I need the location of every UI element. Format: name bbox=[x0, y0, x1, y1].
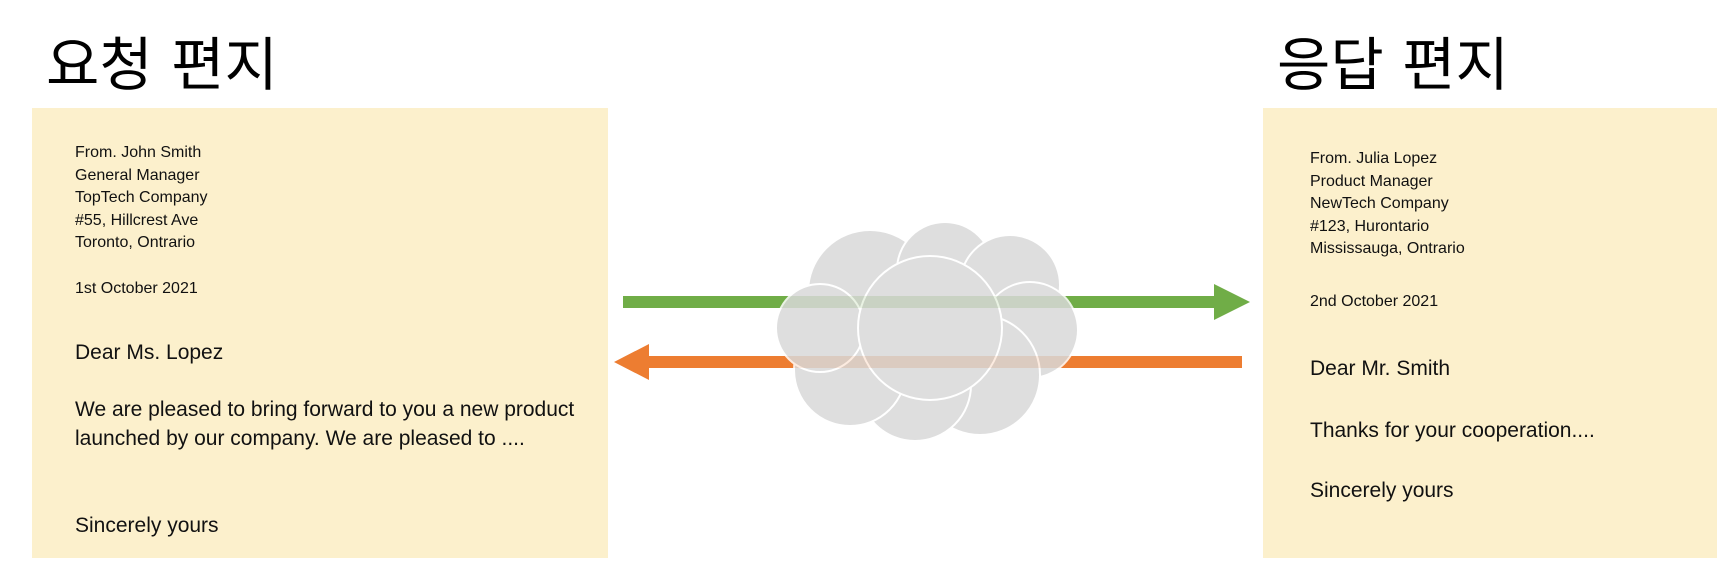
sender-line: TopTech Company bbox=[75, 189, 208, 206]
response-letter-sender-block: From. Julia Lopez Product Manager NewTec… bbox=[1310, 148, 1465, 261]
sender-line: #55, Hillcrest Ave bbox=[75, 211, 199, 229]
request-letter-closing: Sincerely yours bbox=[75, 514, 219, 537]
network-cloud-icon bbox=[775, 221, 1079, 442]
sender-line: From. Julia Lopez bbox=[1310, 150, 1438, 167]
response-letter-closing: Sincerely yours bbox=[1310, 479, 1454, 502]
sender-line: From. John Smith bbox=[75, 144, 202, 161]
sender-line: Product Manager bbox=[1310, 172, 1433, 190]
sender-line: #123, Hurontario bbox=[1310, 217, 1430, 235]
request-letter-greeting: Dear Ms. Lopez bbox=[75, 341, 224, 364]
request-letter-body: We are pleased to bring forward to you a… bbox=[75, 398, 575, 450]
request-letter-date: 1st October 2021 bbox=[75, 280, 198, 297]
sender-line: Mississauga, Ontrario bbox=[1310, 240, 1465, 257]
sender-line: NewTech Company bbox=[1310, 195, 1449, 212]
arrow-right-icon bbox=[1214, 284, 1250, 320]
response-letter-body: Thanks for your cooperation.... bbox=[1310, 419, 1595, 442]
arrow-left-icon bbox=[614, 344, 649, 380]
request-letter-heading: 요청 편지 bbox=[46, 31, 278, 99]
response-letter-date: 2nd October 2021 bbox=[1310, 293, 1439, 310]
response-letter-heading: 응답 편지 bbox=[1277, 31, 1509, 99]
sender-line: General Manager bbox=[75, 166, 200, 184]
request-letter-sender-block: From. John Smith General Manager TopTech… bbox=[75, 142, 208, 255]
sender-line: Toronto, Ontrario bbox=[75, 234, 196, 251]
response-letter: From. Julia Lopez Product Manager NewTec… bbox=[1263, 108, 1717, 558]
request-letter: From. John Smith General Manager TopTech… bbox=[32, 108, 608, 558]
response-letter-greeting: Dear Mr. Smith bbox=[1310, 357, 1451, 380]
